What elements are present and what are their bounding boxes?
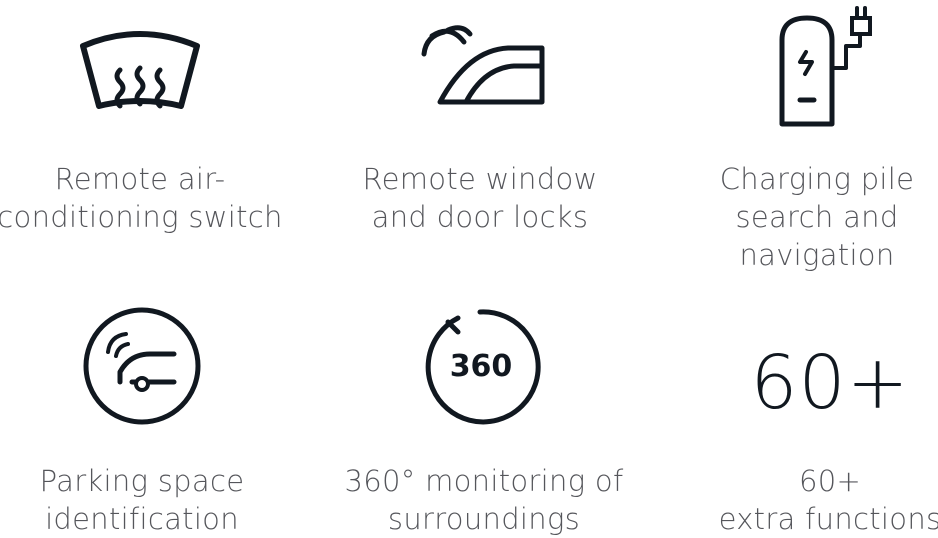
parking-space-icon (83, 307, 201, 425)
360-icon-text: 360 (450, 349, 513, 384)
label-line: extra functions (718, 502, 938, 536)
charging-pile-icon (779, 6, 872, 127)
label-line: navigation (739, 238, 895, 272)
360-view-icon: 360 (425, 309, 541, 425)
label-line: surroundings (387, 502, 581, 536)
windshield-defrost-icon (80, 31, 200, 109)
feature-label: 60+ extra functions (680, 462, 938, 538)
label-line: Remote air- (54, 162, 226, 196)
feature-label: 360° monitoring of surroundings (334, 462, 634, 538)
label-line: Remote window (362, 162, 598, 196)
remote-car-window-icon (421, 25, 545, 105)
label-line: conditioning switch (0, 200, 283, 234)
label-line: 360° monitoring of (344, 464, 624, 498)
feature-label: Charging pile search and navigation (667, 160, 938, 274)
extra-functions-number: 60+ (750, 340, 910, 426)
label-line: Parking space (39, 464, 245, 498)
label-line: search and (735, 200, 899, 234)
label-line: and door locks (371, 200, 589, 234)
feature-label: Remote window and door locks (330, 160, 630, 236)
label-line: identification (45, 502, 239, 536)
feature-label: Parking space identification (0, 462, 292, 538)
feature-label: Remote air- conditioning switch (0, 160, 290, 236)
label-line: 60+ (798, 464, 862, 498)
label-line: Charging pile (719, 162, 915, 196)
